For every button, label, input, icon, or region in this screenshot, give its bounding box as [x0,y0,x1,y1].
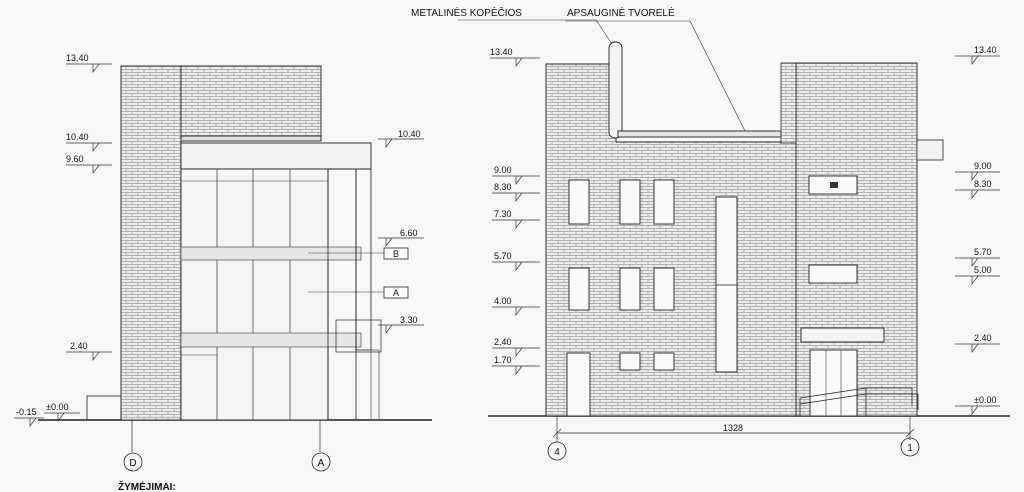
level-015: -0.15 [16,407,37,417]
windows [566,175,858,417]
axis-label-a: A [318,458,325,469]
level-240: 2.40 [70,341,88,351]
r-level-900: 9.00 [494,165,512,175]
axis-d [123,452,143,472]
entrance-canopy [800,327,885,343]
fascia-band [180,142,372,170]
entrance-door [809,349,858,417]
level-000: ±0.00 [46,402,68,412]
left-elevation: B A 13.40 10.40 9.60 2.40 ±0.00 -0.15 10… [14,53,432,492]
axis-4 [547,441,567,461]
right-level-marks-right [955,55,1000,416]
ladder-note: METALINĖS KOPĖČIOS [411,6,522,19]
level-960: 9.60 [66,154,84,164]
r-level-240: 2.40 [494,337,512,347]
ramp-railing [799,387,919,416]
r-level-570: 5.70 [494,251,512,261]
axis-1 [900,437,920,457]
r-level-170: 1.70 [494,355,512,365]
r-level-1340: 13.40 [490,47,513,57]
rr-level-1340: 13.40 [974,45,997,55]
level-marks-left [14,63,112,428]
dimension-value: 1328 [723,423,743,433]
axis-label-d: D [129,458,136,469]
rr-level-500: 5.00 [974,265,992,275]
legend-title: ŽYMĖJIMAI: [118,480,176,492]
level-1340: 13.40 [66,53,89,63]
axis-label-4: 4 [554,447,560,458]
tag-box-a [383,286,409,299]
level-1040: 10.40 [66,132,89,142]
rr-level-830: 8.30 [974,179,992,189]
rr-level-570: 5.70 [974,247,992,257]
r-level-830: 8.30 [494,182,512,192]
railing-note: APSAUGINĖ TVORELĖ [567,6,675,19]
level-right-1040: 10.40 [398,129,421,139]
right-level-marks-left [490,57,540,376]
tag-box-b [383,247,409,260]
rr-level-240: 2.40 [974,333,992,343]
roof-railing [617,130,782,138]
right-elevation: METALINĖS KOPĖČIOS APSAUGINĖ TVORELĖ 13.… [411,6,1010,461]
rr-level-000: ±0.00 [974,395,996,405]
level-right-660: 6.60 [400,228,418,238]
axis-a [311,452,331,472]
metal-ladder [608,41,623,139]
r-level-400: 4.00 [494,296,512,306]
roof-parapet [180,135,322,142]
rr-level-900: 9.00 [974,161,992,171]
level-right-330: 3.30 [400,315,418,325]
brick-column [120,65,182,421]
curtain-wall [180,168,329,421]
tag-b: B [393,249,399,259]
level-marks-right [378,138,424,335]
tag-a: A [393,288,399,298]
axis-label-1: 1 [907,443,913,454]
upper-brick-wall [180,65,322,139]
r-level-730: 7.30 [494,209,512,219]
